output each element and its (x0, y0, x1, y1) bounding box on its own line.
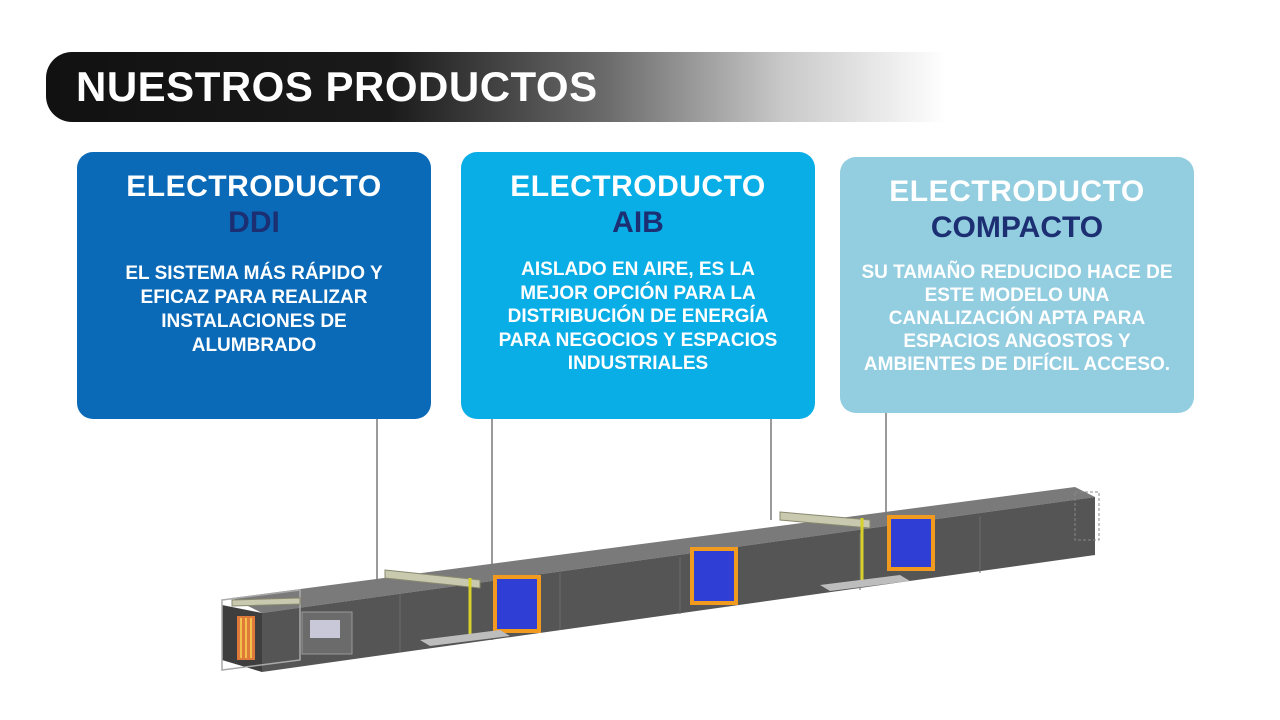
product-card-ddi[interactable]: ELECTRODUCTO DDI EL SISTEMA MÁS RÁPIDO Y… (77, 152, 431, 419)
product-description: SU TAMAÑO REDUCIDO HACE DE ESTE MODELO U… (861, 262, 1173, 375)
product-card-aib[interactable]: ELECTRODUCTO AIB AISLADO EN AIRE, ES LA … (461, 152, 815, 419)
hanger-bracket (779, 511, 910, 591)
product-description: AISLADO EN AIRE, ES LA MEJOR OPCIÓN PARA… (498, 259, 778, 374)
plug-in-panel (690, 547, 738, 605)
plug-in-panel (493, 575, 541, 633)
plug-in-panel (887, 515, 935, 571)
page-title: NUESTROS PRODUCTOS (76, 63, 598, 110)
product-description: EL SISTEMA MÁS RÁPIDO Y EFICAZ PARA REAL… (125, 263, 383, 356)
card-heading: ELECTRODUCTO (126, 170, 382, 203)
title-banner: NUESTROS PRODUCTOS (46, 52, 946, 122)
product-card-compacto[interactable]: ELECTRODUCTO COMPACTO SU TAMAÑO REDUCIDO… (840, 157, 1194, 413)
product-name: COMPACTO (930, 211, 1104, 244)
card-heading: ELECTRODUCTO (510, 170, 766, 203)
product-name: AIB (612, 206, 664, 239)
hanger-bracket (384, 569, 510, 646)
duct-end-frame (1074, 491, 1100, 541)
card-heading: ELECTRODUCTO (889, 175, 1145, 208)
product-name: DDI (228, 206, 280, 239)
